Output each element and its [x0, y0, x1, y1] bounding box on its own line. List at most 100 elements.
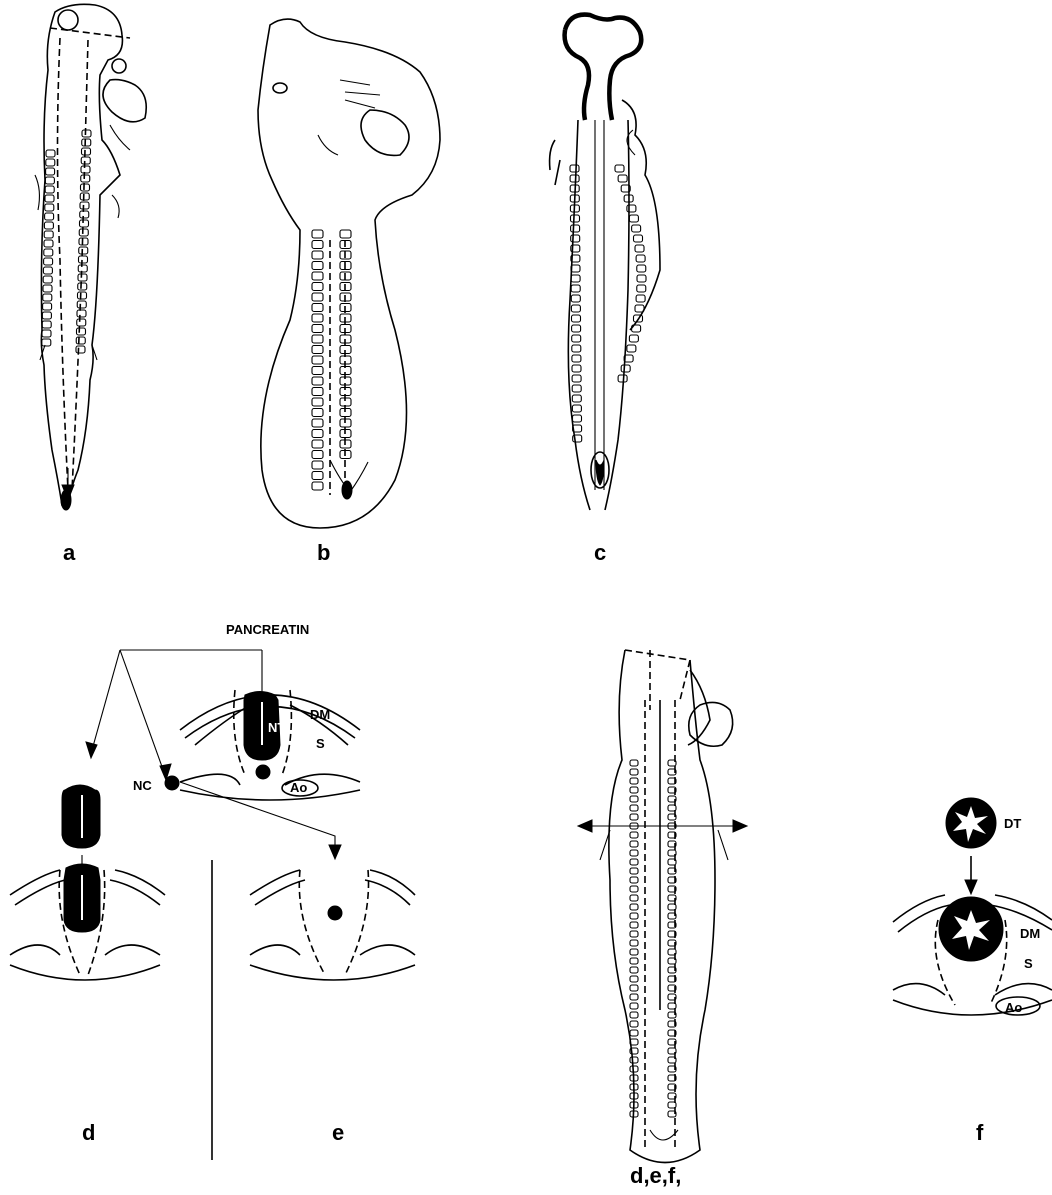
- somite: [312, 430, 323, 438]
- somite: [82, 148, 91, 155]
- somite: [312, 461, 323, 469]
- somite: [43, 267, 52, 274]
- panel-label-d: d: [82, 1120, 95, 1145]
- somite: [618, 375, 627, 382]
- somite: [630, 769, 638, 775]
- label-s-f: S: [1024, 956, 1033, 971]
- somite: [630, 877, 638, 883]
- somite: [42, 321, 51, 328]
- somite: [45, 204, 54, 211]
- somite: [630, 967, 638, 973]
- somite: [312, 325, 323, 333]
- somite: [312, 293, 323, 301]
- label-nt: NT: [268, 720, 285, 735]
- somite: [636, 295, 645, 302]
- somite: [572, 365, 581, 372]
- somite: [630, 805, 638, 811]
- somite: [79, 247, 88, 254]
- somite: [630, 985, 638, 991]
- somite: [43, 303, 52, 310]
- somite: [630, 814, 638, 820]
- somite: [630, 868, 638, 874]
- somite: [312, 440, 323, 448]
- somite: [80, 211, 89, 218]
- somite: [44, 249, 53, 256]
- label-ao-f: Ao: [1005, 1000, 1022, 1015]
- somite: [571, 305, 580, 312]
- label-nc: NC: [133, 778, 152, 793]
- somite: [312, 451, 323, 459]
- graft-site-d: [10, 864, 165, 980]
- somite: [81, 166, 90, 173]
- somite: [572, 385, 581, 392]
- somite: [571, 275, 580, 282]
- somite: [630, 787, 638, 793]
- somite: [572, 355, 581, 362]
- somite: [312, 346, 323, 354]
- somite: [312, 482, 323, 490]
- somite: [630, 976, 638, 982]
- label-dm-top: DM: [310, 707, 330, 722]
- panel-label-b: b: [317, 540, 330, 565]
- somite: [627, 345, 636, 352]
- pancreatin-label: PANCREATIN: [226, 622, 309, 637]
- graft-site-e: [250, 870, 415, 980]
- operated-embryo-def: [578, 650, 747, 1163]
- somite: [42, 339, 51, 346]
- somite: [629, 335, 638, 342]
- somite: [630, 958, 638, 964]
- somite: [82, 139, 91, 146]
- panel-c-embryo: [550, 15, 660, 510]
- somite: [312, 377, 323, 385]
- somite: [636, 255, 645, 262]
- somite: [340, 230, 351, 238]
- somite: [81, 157, 90, 164]
- somite: [630, 1057, 638, 1063]
- somite: [571, 295, 580, 302]
- somite: [82, 130, 91, 137]
- somite: [637, 265, 646, 272]
- somite: [81, 184, 90, 191]
- somite: [571, 285, 580, 292]
- somite: [621, 365, 630, 372]
- neural-crest: NC: [133, 776, 341, 859]
- somite: [572, 325, 581, 332]
- somite: [637, 285, 646, 292]
- somite: [76, 337, 85, 344]
- panel-label-c: c: [594, 540, 606, 565]
- somite: [312, 388, 323, 396]
- somite: [635, 245, 644, 252]
- somite: [44, 258, 53, 265]
- somite: [571, 215, 580, 222]
- somite: [618, 175, 627, 182]
- panel-label-a: a: [63, 540, 76, 565]
- somite: [77, 319, 86, 326]
- somite: [45, 186, 54, 193]
- somite: [630, 1030, 638, 1036]
- somite: [312, 314, 323, 322]
- dorsal-tube-graft-f: DT DM S Ao: [893, 798, 1052, 1015]
- somite: [45, 195, 54, 202]
- somite: [46, 159, 55, 166]
- panel-b-embryo: [258, 19, 440, 528]
- somite: [81, 175, 90, 182]
- somite: [572, 345, 581, 352]
- somite: [77, 310, 86, 317]
- somite: [630, 904, 638, 910]
- somite: [80, 193, 89, 200]
- panel-label-f: f: [976, 1120, 984, 1145]
- somite: [572, 405, 581, 412]
- somite: [79, 229, 88, 236]
- somite: [312, 304, 323, 312]
- somite: [634, 235, 643, 242]
- somite: [312, 272, 323, 280]
- middle-somites: [630, 760, 676, 1117]
- somite: [570, 175, 579, 182]
- somite: [629, 215, 638, 222]
- somite: [46, 168, 55, 175]
- somite: [80, 202, 89, 209]
- somite: [77, 328, 86, 335]
- somite: [630, 1012, 638, 1018]
- label-s-top: S: [316, 736, 325, 751]
- somite: [43, 276, 52, 283]
